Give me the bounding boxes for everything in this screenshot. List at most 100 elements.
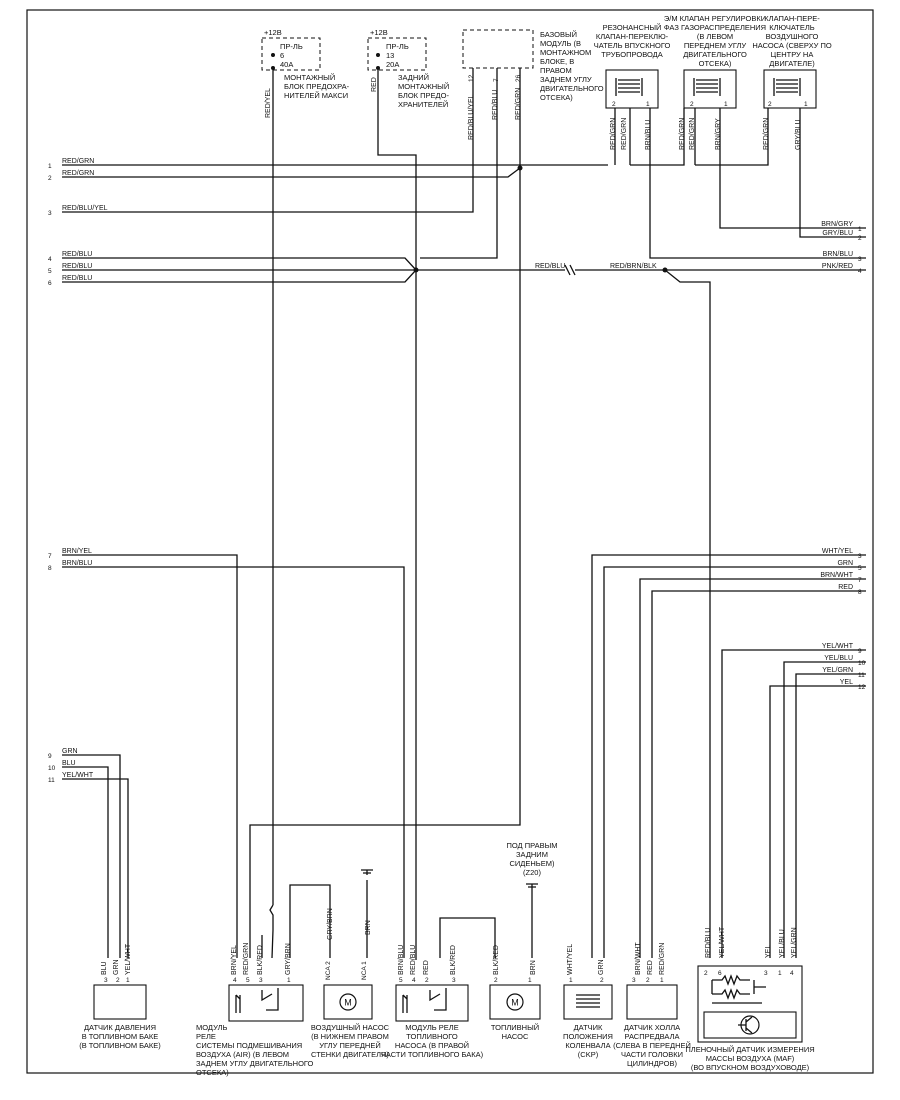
left-connector-wire: BRN/BLU [62,560,92,567]
pressure-sensor-pin-1: 1 [126,977,130,984]
fuse-right-number: 13 [386,51,394,60]
base-module-caption-8: ОТСЕКА) [540,93,573,102]
base-module-box [462,29,534,69]
valve-airpump-caption-4: НАСОСА (СВЕРХУ ПО [752,41,832,50]
valve-timing-caption-2: ФАЗ ГАЗОРАСПРЕДЕЛЕНИЯ [664,23,766,32]
left-connector-wire: RED/BLU [62,275,92,282]
valve-coil-icon [773,78,801,96]
left-connector-number: 8 [48,565,52,572]
air-relay-caption-3: СИСТЕМЫ ПОДМЕШИВАНИЯ [196,1041,302,1050]
valve-timing-wire-3: BRN/GRY [715,118,722,150]
right-connector-number: 3 [858,256,862,263]
pressure-sensor-wire-2: GRN [113,959,120,975]
valve-timing-pin-2: 2 [690,101,694,108]
valve-resonance-pin-1: 1 [646,101,650,108]
maf-pin-3: 3 [764,970,768,977]
resistor-icon [711,974,766,1004]
air-pump: M NCA 2 NCA 1 GRY/BRN BRN ВОЗДУШНЫЙ НАСО… [311,908,390,1059]
air-relay-module: 4 5 3 1 BRN/YEL RED/GRN BLK/RED GRY/BRN … [196,943,314,1077]
valve-airpump-wire-2: GRY/BLU [795,119,802,150]
fuse-right-box [367,37,427,71]
base-pin-26: 26 [515,74,522,82]
air-pump-pin-2: NCA 2 [325,961,332,980]
air-pump-pin-prefix: NCA [325,966,332,980]
right-connector-number: 8 [858,589,862,596]
diagram-frame [26,9,874,1074]
ckp-caption-3: КОЛЕНВАЛА [565,1041,610,1050]
fuse-right-caption-4: ХРАНИТЕЛЕЙ [398,100,448,109]
air-pump-pin-prefix-2: NCA [361,966,368,980]
fuel-pump-wire-2: BRN [530,960,537,975]
right-connector-wire: BRN/WHT [820,572,853,579]
fuel-relay-pin-2: 2 [425,977,429,984]
valve-airpump-box [763,69,817,109]
base-wire-1: RED/BLU/YEL [468,94,475,140]
fuse-left-caption-3: НИТЕЛЕЙ МАКСИ [284,91,348,100]
left-connector-wire: RED/GRN [62,170,94,177]
mid-label-red-brn-blk: RED/BRN/BLK [610,263,657,270]
ground-icon [526,883,538,888]
air-relay-wire-3: BLK/RED [257,945,264,975]
fuel-pump-caption-2: НАСОС [502,1032,529,1041]
ckp-wire-1: WHT/YEL [567,944,574,975]
hall-caption-4: ЧАСТИ ГОЛОВКИ [621,1050,683,1059]
fuse-left-wire-label: RED/YEL [265,88,272,118]
right-connector-wire: BRN/GRY [821,221,853,228]
fuel-relay-pin-5: 5 [399,977,403,984]
ckp-wire-2: GRN [598,959,605,975]
valve-airpump-caption-3: ВОЗДУШНОГО [766,32,819,41]
fuse-left-caption-2: БЛОК ПРЕДОХРА- [284,82,350,91]
right-connector-wire: PNK/RED [822,263,853,270]
fuel-pump-pin-1: 1 [528,977,532,984]
supply-12v-right: +12В [370,28,388,37]
fuse-left-label: ПР-ЛЬ [280,42,303,51]
pressure-sensor-wire-3: YEL/WHT [125,943,132,975]
valve-airpump-caption-5: ЦЕНТРУ НА [771,50,814,59]
air-pump-wire-2: BRN [365,920,372,935]
pressure-sensor-pin-3: 3 [104,977,108,984]
left-connector-number: 7 [48,553,52,560]
ckp-caption-4: (CKP) [578,1050,599,1059]
ckp-sensor-box [563,984,613,1020]
ground-caption-line-3: СИДЕНЬЕМ) [510,859,555,868]
hall-pin-3: 3 [632,977,636,984]
fuel-relay-caption: МОДУЛЬ РЕЛЕ [405,1023,458,1032]
maf-wire-1: RED/BLU [705,928,712,958]
right-connector-number: 9 [858,648,862,655]
valve-timing-box [683,69,737,109]
right-connector-number: 3 [858,553,862,560]
valve-resonance-pin-2: 2 [612,101,616,108]
hall-pin-2: 2 [646,977,650,984]
fuel-relay-wire-1: BRN/BLU [398,945,405,975]
valve-timing-caption-3: (В ЛЕВОМ [697,32,733,41]
fuel-pump-relay-module: 5 4 2 3 BRN/BLU RED/BLU RED BLK/RED МОДУ… [381,945,484,1059]
valve-timing-pin-1: 1 [724,101,728,108]
hall-sensor-box [626,984,678,1020]
pressure-sensor-caption-2: В ТОПЛИВНОМ БАКЕ [82,1032,159,1041]
maf-pin-2: 2 [704,970,708,977]
air-pump-pin-number-2: 1 [361,961,368,965]
right-connector-wire: GRY/BLU [822,230,853,237]
valve-airpump-caption-6: ДВИГАТЕЛЕ) [769,59,815,68]
fuse-right-caption-2: МОНТАЖНЫЙ [398,82,449,91]
right-connector-number: 2 [858,235,862,242]
air-relay-pin-5: 5 [246,977,250,984]
pressure-sensor-pin-2: 2 [116,977,120,984]
fuel-relay-box [395,984,469,1022]
ground-symbols [361,869,538,888]
air-pump-caption-3: УГЛУ ПЕРЕДНЕЙ [319,1041,380,1050]
maf-caption: ПЛЕНОЧНЫЙ ДАТЧИК ИЗМЕРЕНИЯ [685,1045,814,1054]
valve-airpump-caption: КЛАПАН-ПЕРЕ- [764,14,820,23]
maf-wire-4: YEL/BLU [779,929,786,958]
right-connector-wire: YEL/GRN [822,667,853,674]
valve-resonance-caption-2: КЛАПАН-ПЕРЕКЛЮ- [596,32,669,41]
right-connector-number: 12 [858,684,866,691]
valve-airpump-caption-2: КЛЮЧАТЕЛЬ [769,23,815,32]
air-relay-pin-4: 4 [233,977,237,984]
valve-timing-wire-1: RED/GRN [679,118,686,150]
air-relay-wire-2: RED/GRN [243,943,250,975]
ground-caption: ПОД ПРАВЫМ ЗАДНИМ СИДЕНЬЕМ) (Z20) [506,841,557,877]
base-module-caption-2: МОДУЛЬ (В [540,39,581,48]
valve-resonance-caption: РЕЗОНАНСНЫЙ [603,23,662,32]
